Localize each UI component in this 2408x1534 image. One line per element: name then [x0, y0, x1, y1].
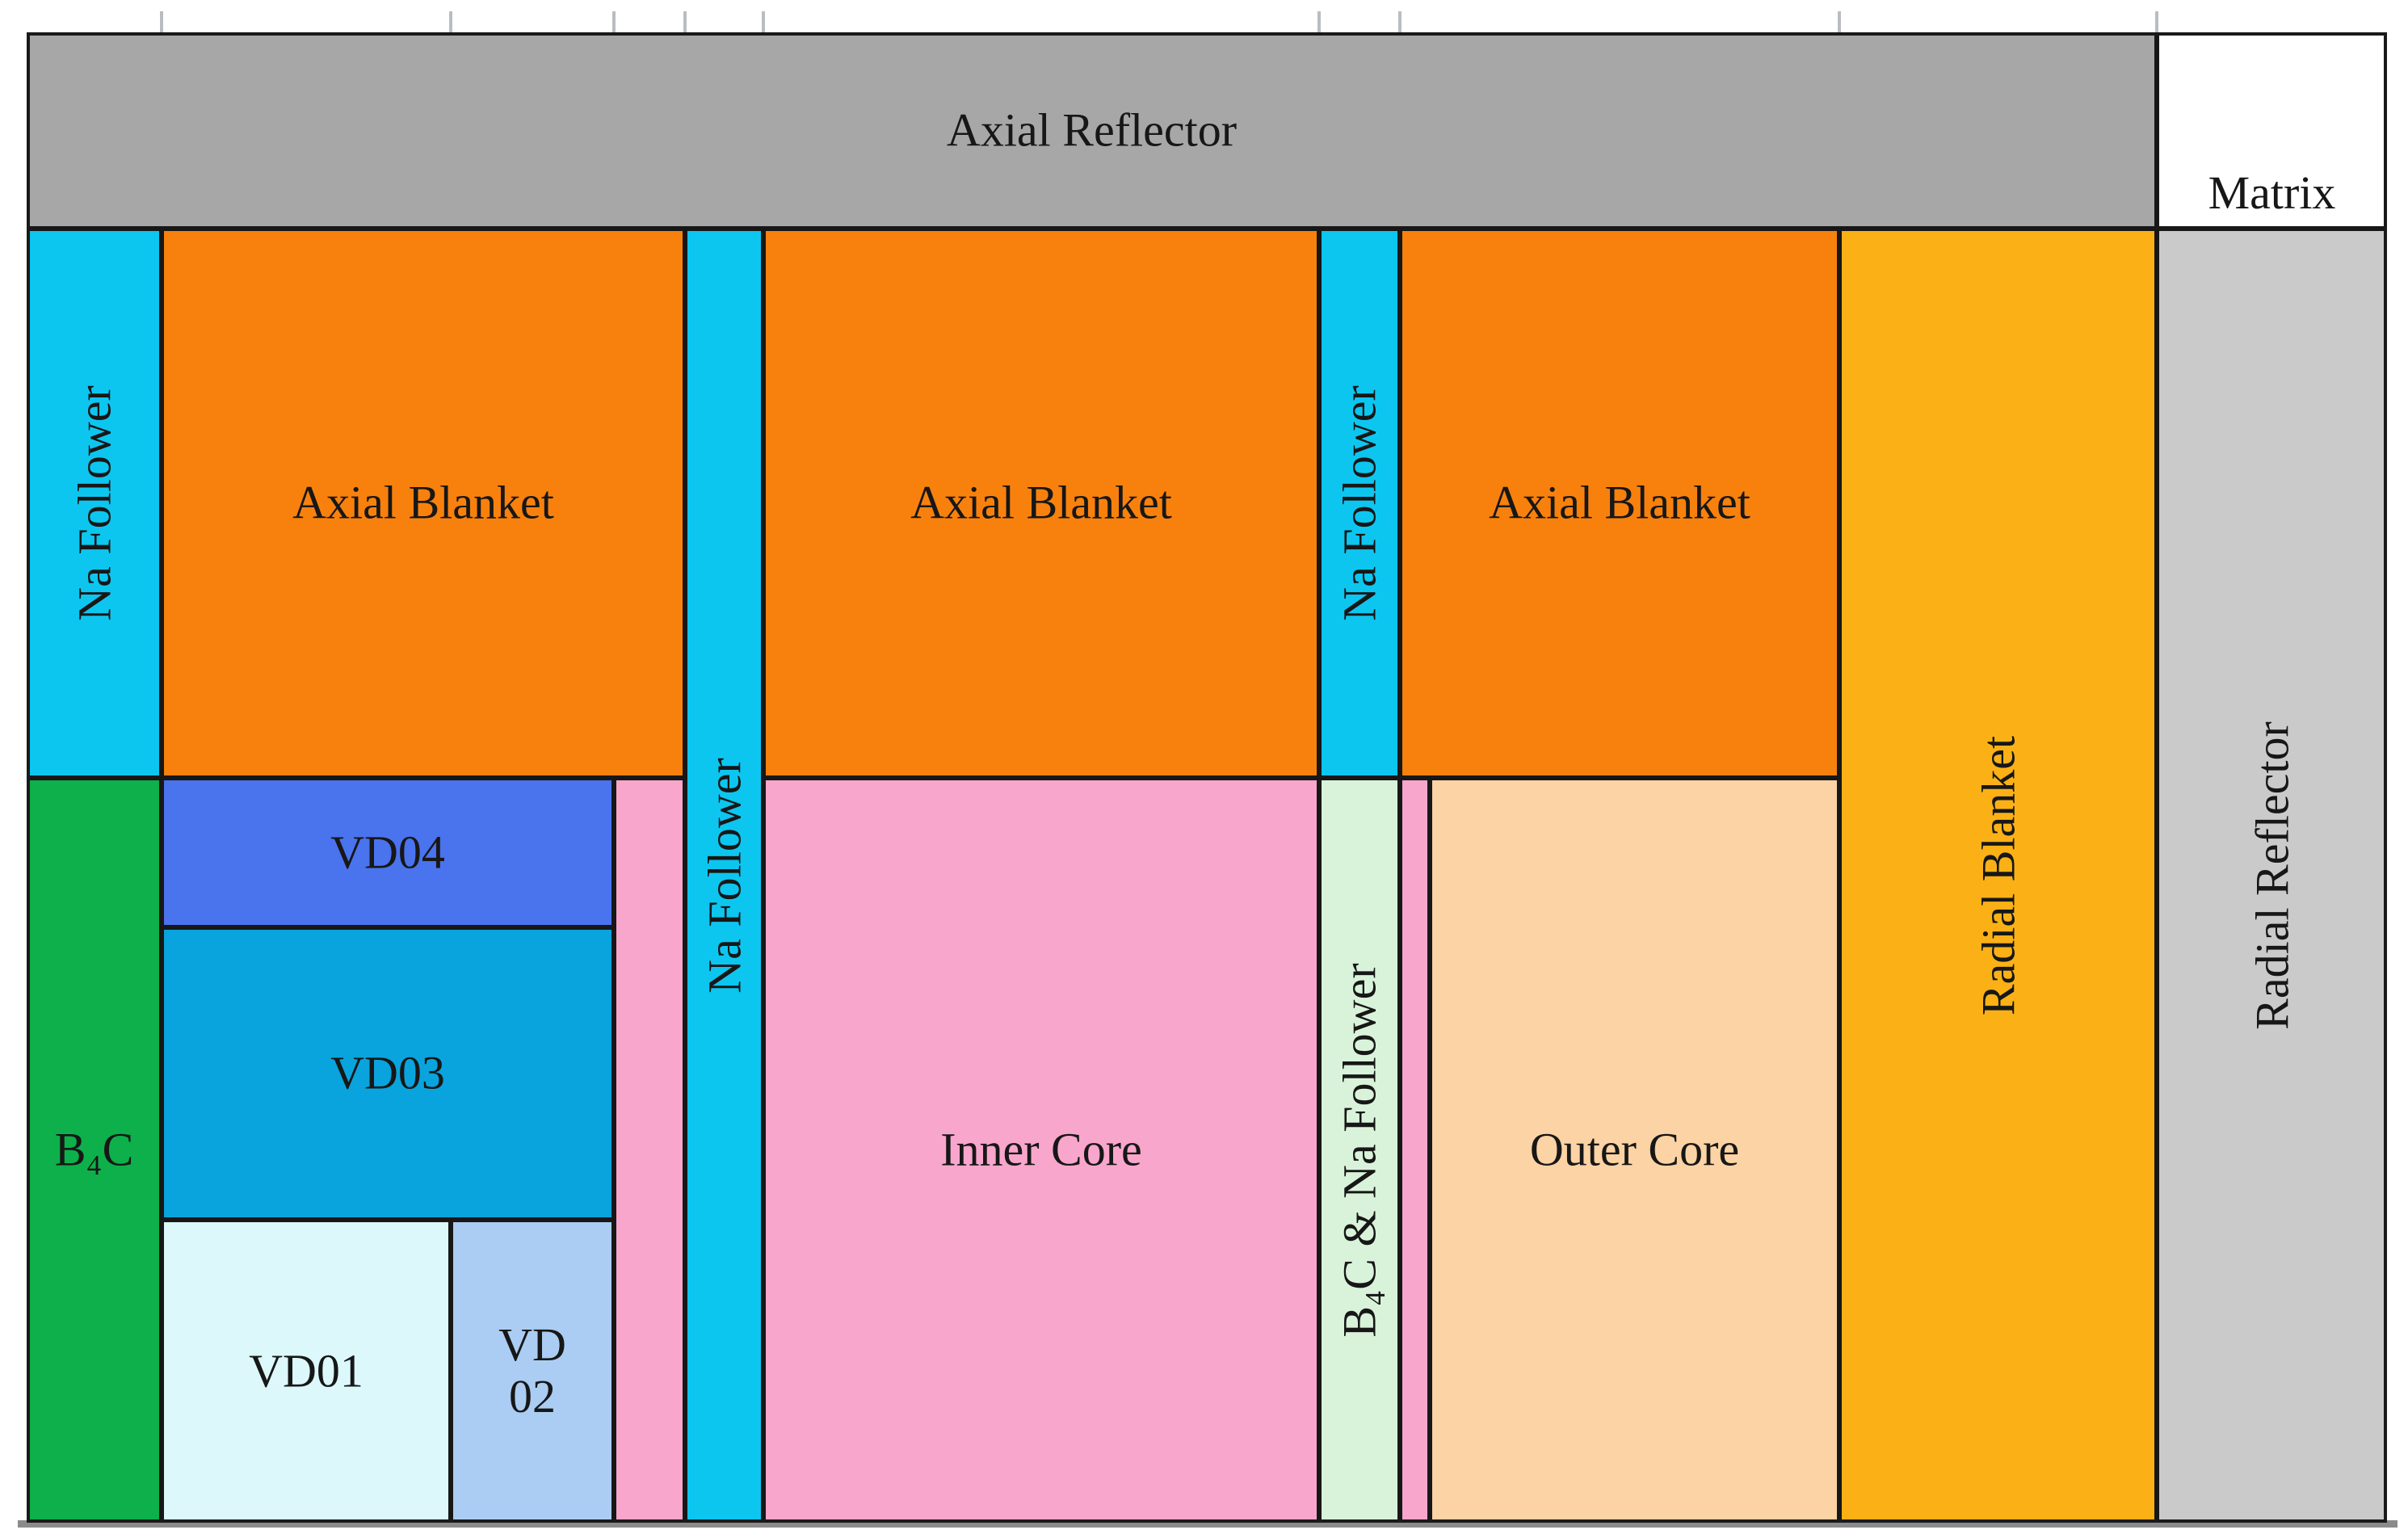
region-vd03: VD03: [162, 927, 614, 1220]
region-vd02: VD 02: [451, 1220, 614, 1523]
region-inner-core-sliver-left: [614, 778, 685, 1523]
region-axial-reflector: Axial Reflector: [27, 32, 2157, 229]
axial-blanket-2-label: Axial Blanket: [910, 476, 1172, 529]
region-matrix: Matrix: [2157, 32, 2387, 229]
grid-tick: [1398, 11, 1402, 34]
radial-blanket-label: Radial Blanket: [1972, 735, 2024, 1016]
b4c-label: B₄C: [54, 1123, 134, 1176]
na-follower-mid-label: Na Follower: [698, 758, 750, 994]
axial-blanket-1-label: Axial Blanket: [292, 476, 554, 529]
region-na-follower-left: Na Follower: [27, 229, 162, 778]
region-axial-blanket-3: Axial Blanket: [1400, 229, 1839, 778]
region-na-follower-mid: Na Follower: [685, 229, 763, 1523]
bottom-axis-line: [18, 1520, 2397, 1528]
region-radial-reflector: Radial Reflector: [2157, 229, 2387, 1523]
grid-tick: [1317, 11, 1321, 34]
grid-tick: [762, 11, 765, 34]
vd02-label-line1: VD: [498, 1318, 566, 1371]
region-vd01: VD01: [162, 1220, 451, 1523]
axial-reflector-label: Axial Reflector: [946, 103, 1238, 157]
radial-reflector-label: Radial Reflector: [2246, 721, 2298, 1030]
vd02-label: VD 02: [456, 1318, 609, 1424]
region-radial-blanket: Radial Blanket: [1839, 229, 2157, 1523]
grid-tick: [160, 11, 163, 34]
region-axial-blanket-1: Axial Blanket: [162, 229, 685, 778]
b4c-na-follower-label: B₄C & Na Follower: [1333, 963, 1386, 1338]
grid-tick: [683, 11, 687, 34]
vd02-label-line2: 02: [509, 1370, 556, 1423]
vd03-label: VD03: [330, 1046, 445, 1099]
region-inner-core-sliver-right: [1400, 778, 1430, 1523]
na-follower-left-label: Na Follower: [68, 385, 120, 621]
grid-tick: [2155, 11, 2158, 34]
region-inner-core: Inner Core: [763, 778, 1319, 1523]
inner-core-label: Inner Core: [940, 1123, 1142, 1176]
region-na-follower-right: Na Follower: [1319, 229, 1400, 778]
vd01-label: VD01: [249, 1344, 364, 1397]
grid-tick: [1838, 11, 1841, 34]
region-vd04: VD04: [162, 778, 614, 927]
grid-tick: [449, 11, 452, 34]
region-axial-blanket-2: Axial Blanket: [763, 229, 1319, 778]
region-outer-core: Outer Core: [1430, 778, 1839, 1523]
vd04-label: VD04: [330, 826, 445, 879]
region-b4c-na-follower: B₄C & Na Follower: [1319, 778, 1400, 1523]
matrix-label: Matrix: [2208, 166, 2336, 219]
outer-core-label: Outer Core: [1529, 1123, 1740, 1176]
axial-blanket-3-label: Axial Blanket: [1489, 476, 1750, 529]
grid-tick: [612, 11, 616, 34]
na-follower-right-label: Na Follower: [1333, 385, 1386, 621]
region-b4c: B₄C: [27, 778, 162, 1523]
